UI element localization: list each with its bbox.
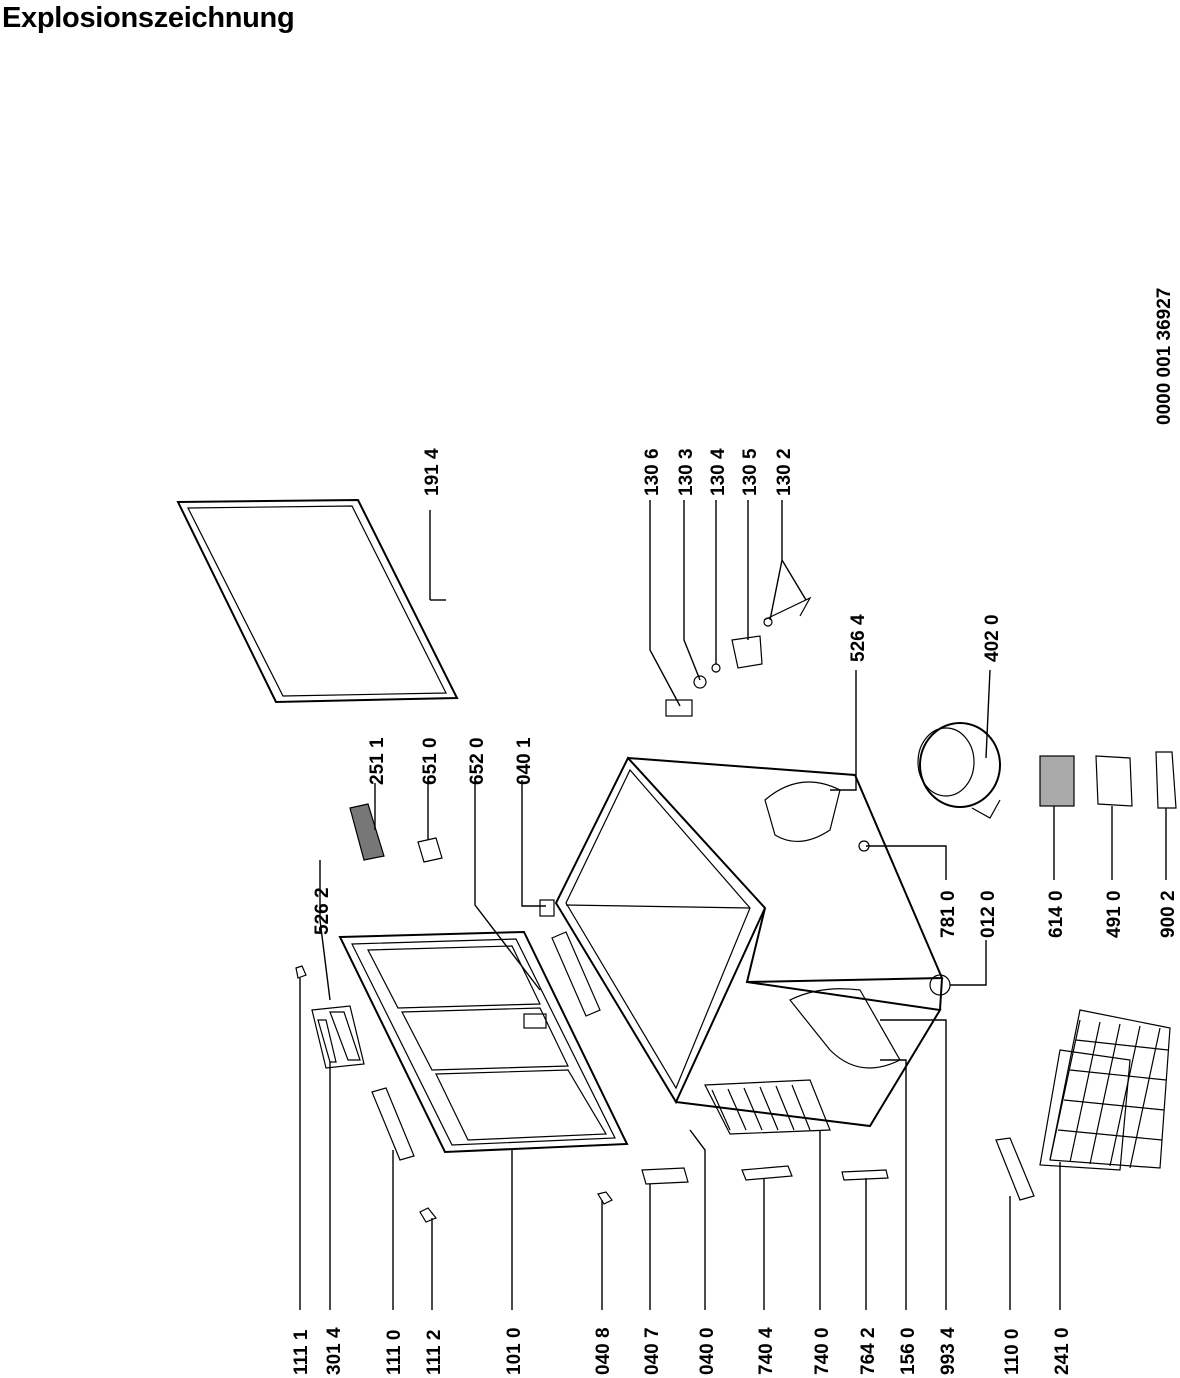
callout-label: 110 0 <box>1002 1329 1023 1376</box>
callout-label: 130 3 <box>676 448 697 496</box>
callout-label: 111 0 <box>384 1330 405 1375</box>
callout-label: 526 2 <box>312 887 333 935</box>
callout-label: 993 4 <box>938 1327 959 1375</box>
callout-label: 130 2 <box>774 448 795 496</box>
callout-label: 402 0 <box>982 614 1003 662</box>
thermostat-parts-icon <box>665 596 812 717</box>
lock-parts-icon <box>349 803 443 863</box>
callout-label: 900 2 <box>1158 890 1179 938</box>
callout-label: 012 0 <box>978 890 999 938</box>
callout-label: 040 1 <box>514 737 535 785</box>
hinge-parts-icon <box>295 965 1035 1223</box>
callout-labels: 111 1 301 4 111 0 111 2 101 0 040 8 040 … <box>291 448 1179 1375</box>
callout-label: 301 4 <box>324 1327 345 1375</box>
callout-label: 781 0 <box>938 890 959 938</box>
compressor-icon <box>917 722 1001 819</box>
callout-label: 130 6 <box>642 448 663 496</box>
callout-label: 491 0 <box>1104 890 1125 938</box>
callout-label: 651 0 <box>420 737 441 785</box>
callout-label: 652 0 <box>467 737 488 785</box>
page-title: Explosionszeichnung <box>2 2 295 34</box>
callout-label: 241 0 <box>1052 1327 1073 1375</box>
callout-label: 040 8 <box>593 1327 614 1375</box>
callout-label: 130 4 <box>708 448 729 496</box>
callout-label: 251 1 <box>367 737 388 785</box>
callout-label: 111 1 <box>291 1329 312 1375</box>
lid-icon <box>338 930 629 1154</box>
callout-label: 156 0 <box>898 1327 919 1375</box>
callout-label: 764 2 <box>858 1327 879 1375</box>
callout-label: 101 0 <box>504 1327 525 1375</box>
callout-label: 040 7 <box>642 1327 663 1375</box>
gasket-icon <box>176 498 459 704</box>
wire-basket-icon <box>1039 1009 1171 1171</box>
leader-lines <box>299 500 1167 1310</box>
callout-label: 040 0 <box>697 1327 718 1375</box>
freezer-cabinet-icon <box>539 756 951 1135</box>
callout-label: 130 5 <box>740 448 761 496</box>
callout-label: 740 0 <box>812 1327 833 1375</box>
document-number: 0000 001 36927 <box>1154 288 1175 425</box>
callout-label: 740 4 <box>756 1327 777 1375</box>
callout-label: 614 0 <box>1046 890 1067 938</box>
callout-label: 191 4 <box>422 448 443 496</box>
callout-label: 111 2 <box>424 1330 445 1375</box>
relay-parts-icon <box>1039 751 1177 809</box>
callout-label: 526 4 <box>848 614 869 662</box>
